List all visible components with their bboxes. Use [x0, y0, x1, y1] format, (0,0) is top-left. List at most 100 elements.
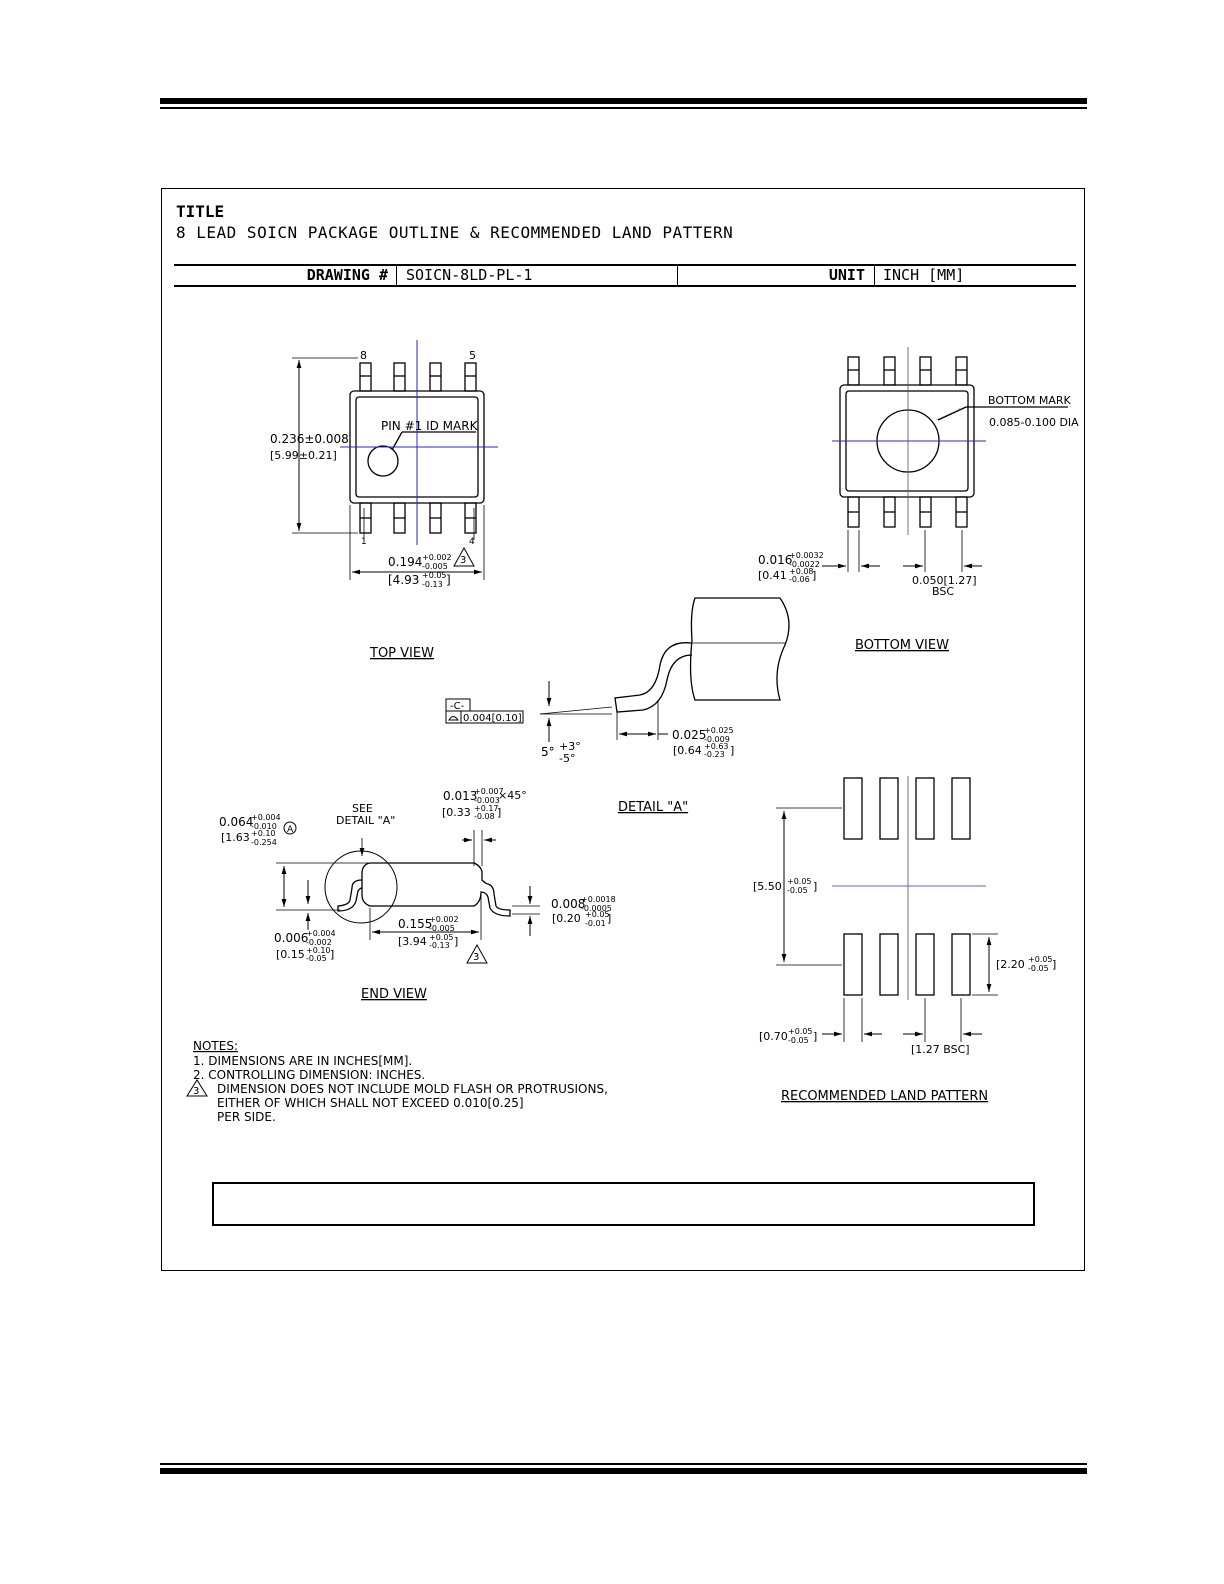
chamfer-in-tol-plus: +0.007 [474, 787, 504, 796]
top-height-mm: [5.99±0.21] [270, 449, 337, 462]
chamfer-in: 0.013 [443, 789, 477, 803]
lead-thickness-mm-tol-plus: +0.05 [585, 910, 610, 919]
land-pitch: [1.27 BSC] [911, 1043, 970, 1056]
foot-length-mm-tol-minus: -0.23 [704, 750, 725, 759]
detail-a-callout-circle [324, 850, 398, 924]
top-width-in: 0.194 [388, 555, 422, 569]
end-view-title: END VIEW [361, 987, 427, 1002]
land-span-tol-minus: -0.05 [787, 886, 808, 895]
end-height-mm: [1.63 [221, 831, 250, 844]
top-width-mm-tol-plus: +0.05 [422, 571, 447, 580]
note-1: 1. DIMENSIONS ARE IN INCHES[MM]. [193, 1054, 412, 1068]
body-width-in-tol-plus: +0.002 [429, 915, 459, 924]
chamfer-mm-tol-minus: -0.08 [474, 812, 495, 821]
lead-thickness-in-tol-minus: -0.0005 [581, 904, 612, 913]
unit-value: INCH [MM] [883, 266, 965, 284]
lead-width-mm-tol-plus: +0.08 [789, 567, 814, 576]
angle-plus: +3° [559, 740, 581, 753]
land-span-tol-plus: +0.05 [787, 877, 812, 886]
foot-length-in: 0.025 [672, 728, 706, 742]
end-height-in: 0.064 [219, 815, 253, 829]
top-view-leads-bottom [359, 502, 477, 534]
pad-length-tol-minus: -0.05 [1028, 964, 1049, 973]
svg-text:]: ] [607, 912, 611, 925]
top-note-ref: 3 [460, 555, 466, 566]
chamfer-mm: [0.33 [442, 806, 471, 819]
note-3-line2: EITHER OF WHICH SHALL NOT EXCEED 0.010[0… [217, 1096, 524, 1110]
header-divider [874, 266, 875, 285]
foot-length-in-tol-minus: -0.009 [704, 735, 730, 744]
bottom-view-leads-bottom [847, 496, 968, 528]
top-rule [160, 98, 1087, 109]
bottom-view-leads-top [847, 356, 968, 386]
svg-text:]: ] [497, 806, 501, 819]
svg-text:]: ] [813, 1030, 817, 1043]
angle-value: 5° [541, 745, 555, 759]
detail-a-title: DETAIL "A" [618, 800, 688, 815]
svg-text:]: ] [813, 880, 817, 893]
bottom-rule [160, 1463, 1087, 1474]
pin-8-label: 8 [360, 349, 367, 362]
land-pattern [776, 777, 998, 1042]
pad-width: [0.70 [759, 1030, 788, 1043]
pin-4-label: 4 [469, 537, 475, 547]
lead-thickness-in: 0.008 [551, 897, 585, 911]
body-width-mm-tol-plus: +0.05 [429, 933, 454, 942]
end-height-mm-tol-plus: +0.10 [251, 829, 276, 838]
standoff-mm: [0.15 [276, 948, 305, 961]
top-width-in-tol-minus: -0.005 [422, 562, 448, 571]
chamfer-mm-tol-plus: +0.17 [474, 804, 499, 813]
end-height-in-tol-minus: -0.010 [251, 822, 277, 831]
note-2: 2. CONTROLLING DIMENSION: INCHES. [193, 1068, 425, 1082]
note-3-triangle [186, 1079, 208, 1097]
svg-text:]: ] [330, 948, 334, 961]
top-view [292, 357, 485, 580]
drawing-frame [161, 188, 1085, 1271]
drawing-number-value: SOICN-8LD-PL-1 [406, 266, 533, 284]
footer-box [212, 1182, 1035, 1226]
note-3-number: 3 [193, 1086, 199, 1097]
foot-length-mm: [0.64 [673, 744, 702, 757]
top-width-in-tol-plus: +0.002 [422, 553, 452, 562]
lead-width-mm: [0.41 [758, 569, 787, 582]
note-3-line3: PER SIDE. [217, 1110, 276, 1124]
body-width-in: 0.155 [398, 917, 432, 931]
lead-thickness-mm: [0.20 [552, 912, 581, 925]
top-width-mm-tol-minus: -0.13 [422, 580, 443, 589]
pad-width-tol-minus: -0.05 [788, 1036, 809, 1045]
land-span: [5.50 [753, 880, 782, 893]
bottom-mark-dia: 0.085-0.100 DIA [989, 416, 1079, 429]
pin-1-label: 1 [361, 537, 367, 547]
top-view-leads-top [359, 362, 477, 392]
header-divider [677, 266, 678, 285]
body-width-mm: [3.94 [398, 935, 427, 948]
pad-width-tol-plus: +0.05 [788, 1027, 813, 1036]
standoff-mm-tol-minus: -0.05 [306, 954, 327, 963]
lead-thickness-mm-tol-minus: -0.01 [585, 919, 606, 928]
top-view-centerlines [340, 340, 498, 545]
land-pattern-centerlines [832, 776, 986, 1000]
header-divider [396, 266, 397, 285]
pin-mark-label: PIN #1 ID MARK [381, 419, 479, 433]
bottom-pitch-bsc: BSC [932, 585, 954, 598]
foot-length-in-tol-plus: +0.025 [704, 726, 734, 735]
detail-a [445, 597, 790, 742]
end-height-in-tol-plus: +0.004 [251, 813, 281, 822]
end-height-mm-tol-minus: -0.254 [251, 838, 277, 847]
chamfer-angle: ×45° [498, 789, 527, 802]
land-pattern-title: RECOMMENDED LAND PATTERN [781, 1089, 988, 1104]
standoff-in-tol-plus: +0.004 [306, 929, 336, 938]
svg-text:]: ] [454, 935, 458, 948]
standoff-mm-tol-plus: +0.10 [306, 946, 331, 955]
lead-width-in: 0.016 [758, 553, 792, 567]
see-detail-line2: DETAIL "A" [336, 814, 395, 827]
notes-heading: NOTES: [193, 1039, 238, 1053]
pad-length: [2.20 [996, 958, 1025, 971]
title-text: 8 LEAD SOICN PACKAGE OUTLINE & RECOMMEND… [176, 223, 734, 242]
lead-width-mm-tol-minus: -0.06 [789, 575, 810, 584]
note-3-line1: DIMENSION DOES NOT INCLUDE MOLD FLASH OR… [217, 1082, 608, 1096]
chamfer-in-tol-minus: -0.003 [474, 796, 500, 805]
see-detail-line1: SEE [352, 802, 373, 815]
svg-text:]: ] [446, 573, 451, 587]
